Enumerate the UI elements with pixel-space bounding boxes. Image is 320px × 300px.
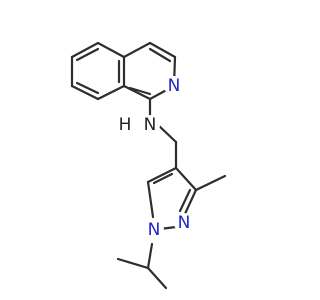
bond-c5-c6 (70, 41, 100, 59)
bond-c4-c4a (122, 41, 152, 59)
pyrazole-n2-background (174, 213, 194, 233)
bond-c5-c4-inner (152, 172, 174, 185)
amine-nitrogen-label: N (144, 115, 157, 135)
bond-c8-c8a (96, 84, 126, 101)
bond-c3-c4 (148, 41, 177, 59)
pyrazole-n2-label: N (178, 213, 191, 233)
molecule-canvas: N N H N N (70, 41, 227, 290)
bond-c7-c8 (70, 84, 100, 101)
pyrazole-n1-background (144, 220, 164, 240)
molecule-structure: N N H N N (70, 41, 227, 290)
amine-n-background (140, 115, 160, 135)
isoquinoline-n-background (164, 76, 184, 96)
pyrazole-n1-label: N (148, 220, 161, 240)
bond-c5-c6-inner (75, 47, 100, 62)
bond-c3-methyl (194, 174, 227, 192)
bond-isopropyl-right (146, 266, 168, 290)
bond-c7-c8-inner (75, 81, 100, 95)
bond-c5-c4 (146, 166, 178, 184)
bond-c4a-c5 (96, 41, 126, 59)
bond-amine-n-ch2 (155, 122, 178, 144)
bond-n1-c5 (146, 180, 155, 219)
bond-c4-c3 (174, 166, 198, 192)
bond-n1-isopropyl (146, 242, 154, 270)
bond-c8a-c1 (122, 84, 152, 101)
bond-c8a-c1-inner (128, 86, 152, 96)
amine-hydrogen-label: H (119, 115, 132, 135)
bond-c3-n2 (182, 188, 198, 218)
bond-isopropyl-left (116, 257, 150, 270)
isoquinoline-nitrogen-label: N (168, 76, 181, 96)
bond-c3-n2-inner (178, 188, 192, 213)
bond-c3-c4-inner (148, 47, 172, 63)
amine-h-background (116, 116, 134, 134)
